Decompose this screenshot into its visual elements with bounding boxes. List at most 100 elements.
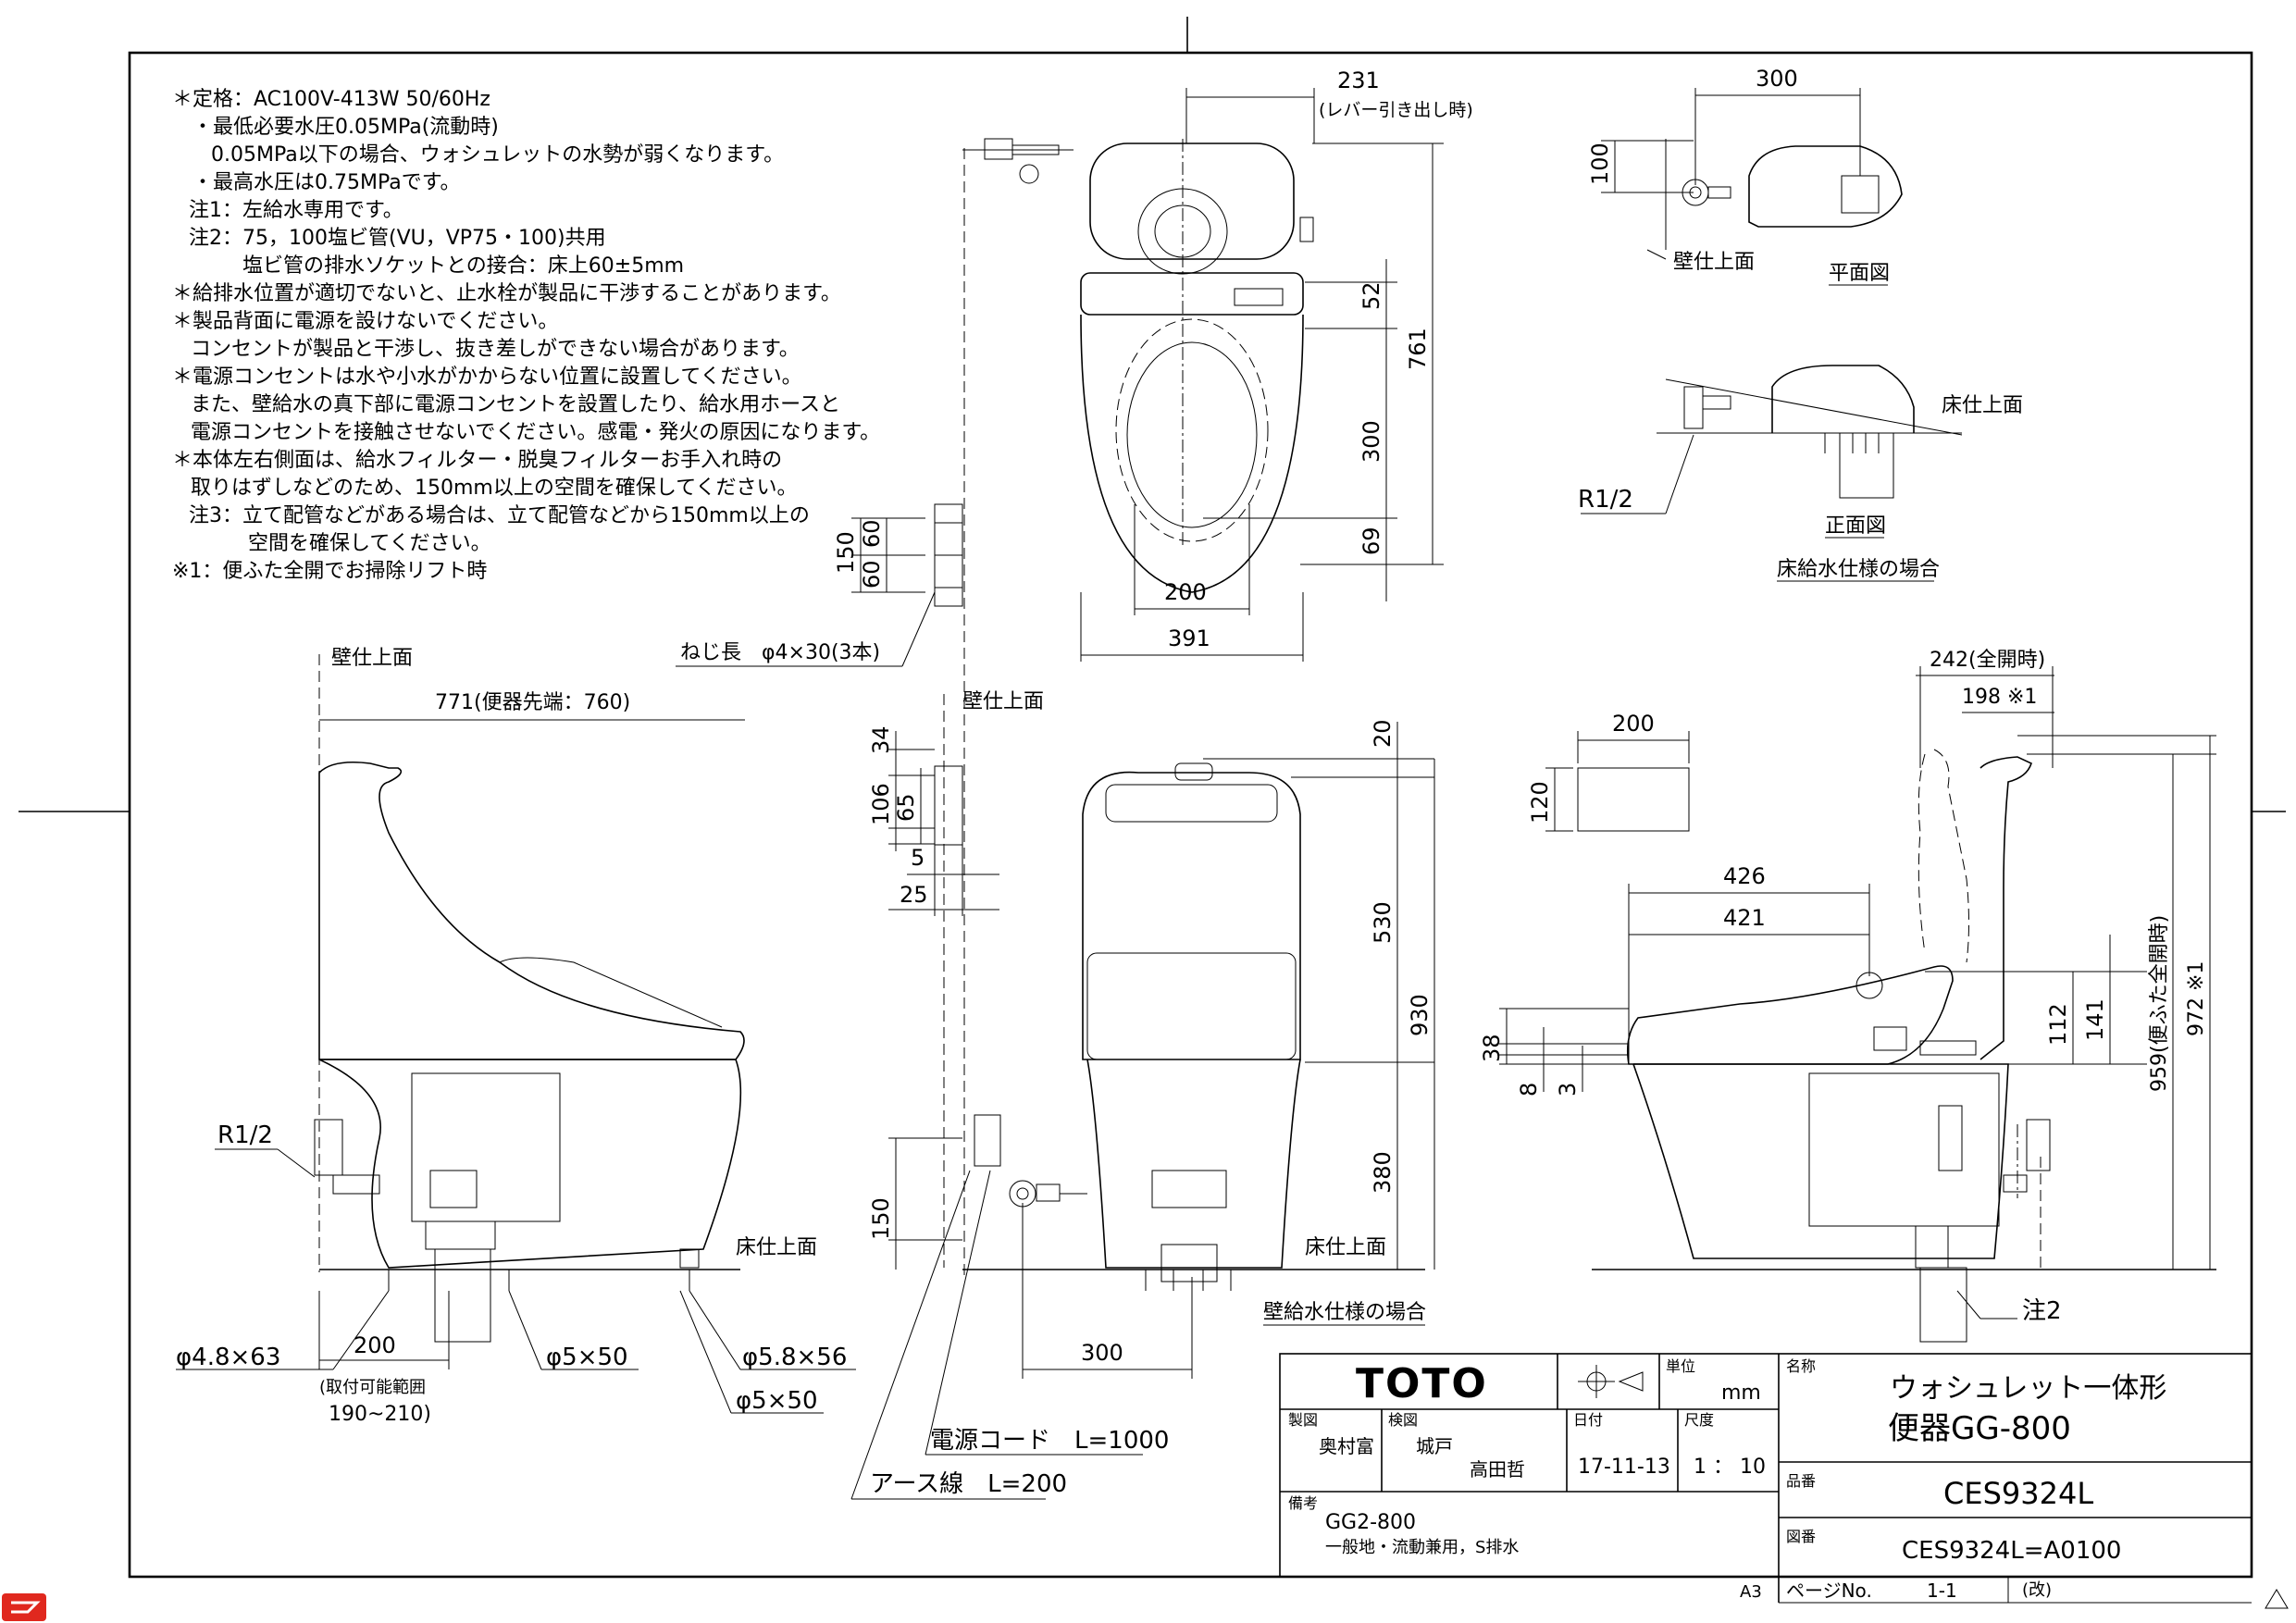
front-r12-label: R1/2 <box>1578 486 1633 514</box>
note-1: ・最低必要水圧0.05MPa(流動時) <box>192 116 499 139</box>
floor-label-front: 床仕上面 <box>1942 394 2023 417</box>
name-line2: 便器GG-800 <box>1888 1410 2071 1447</box>
dim-200-remote: 200 <box>1612 711 1655 737</box>
dim-426: 426 <box>1723 863 1766 889</box>
note-14: 取りはずしなどのため、150mm以上の空間を確保してください。 <box>191 477 798 500</box>
corner-logo-icon <box>2 1593 46 1621</box>
scale-label: 尺度 <box>1684 1411 1714 1429</box>
part-number: CES9324L <box>1943 1476 2093 1511</box>
front-view-title: 正面図 <box>1825 514 1886 538</box>
revision: (改) <box>2022 1580 2052 1600</box>
note-8: ＊製品背面に電源を設けないでください。 <box>172 310 558 333</box>
dim-391: 391 <box>1168 626 1210 651</box>
note-3: ・最高水圧は0.75MPaです。 <box>192 171 461 194</box>
note-9: コンセントが製品と干渉し、抜き差しができない場合があります。 <box>191 338 800 361</box>
dim-198: 198 ※1 <box>1962 686 2037 709</box>
dim-771: 771(便器先端：760) <box>435 691 630 714</box>
page-number: 1-1 <box>1927 1580 1957 1602</box>
earth-wire-label: アース線 L=200 <box>870 1470 1067 1498</box>
note-2-label: 注2 <box>2022 1297 2062 1325</box>
left-r12-label: R1/2 <box>217 1121 273 1149</box>
hole-5-a: φ5×50 <box>546 1344 628 1371</box>
left-wall-label: 壁仕上面 <box>331 647 413 670</box>
name-label: 名称 <box>1786 1357 1816 1375</box>
part-label: 品番 <box>1786 1472 1816 1490</box>
note-7: ＊給排水位置が適切でないと、止水栓が製品に干渉することがあります。 <box>172 282 841 305</box>
brand-logo: TOTO <box>1356 1360 1488 1407</box>
note-10: ＊電源コンセントは水や小水がかからない位置に設置してください。 <box>172 365 802 389</box>
dim-300-vertical: 300 <box>1359 420 1384 463</box>
remarks-label: 備考 <box>1288 1494 1318 1512</box>
note-11: また、壁給水の真下部に電源コンセントを設置したり、給水用ホースと <box>191 393 840 416</box>
date-label: 日付 <box>1573 1411 1603 1429</box>
drawing-label: 図番 <box>1786 1528 1816 1545</box>
plan-view: 100 300 壁仕上面 平面図 <box>1587 66 1903 286</box>
right-side-view: 200 120 426 421 38 8 3 <box>1479 649 2216 1343</box>
install-range-values: 190~210) <box>329 1403 431 1426</box>
title-block: TOTO 単位 mm 名称 ウォシュレット一体形 便器GG-800 製図 奥村富… <box>1279 1353 2289 1609</box>
note-6: 塩ビ管の排水ソケットとの接合：床上60±5mm <box>242 254 684 278</box>
dim-200-left: 200 <box>354 1332 396 1358</box>
dim-761: 761 <box>1405 328 1431 370</box>
dim-60-a: 60 <box>859 519 885 548</box>
plan-wall-label: 壁仕上面 <box>1673 251 1755 274</box>
dim-150-bracket: 150 <box>833 531 859 574</box>
dim-34: 34 <box>868 725 894 754</box>
note-0: ＊定格：AC100V-413W 50/60Hz <box>172 88 490 111</box>
scale-value: 1 ： 10 <box>1694 1456 1766 1479</box>
dim-380: 380 <box>1370 1151 1396 1194</box>
remarks-line2: 一般地・流動兼用，S排水 <box>1325 1538 1519 1557</box>
hole-48: φ4.8×63 <box>176 1344 280 1371</box>
dim-5: 5 <box>911 845 925 871</box>
dim-421: 421 <box>1723 905 1766 931</box>
dim-20: 20 <box>1370 719 1396 748</box>
dim-141: 141 <box>2082 998 2108 1041</box>
note-2: 0.05MPa以下の場合、ウォシュレットの水勢が弱くなります。 <box>211 143 784 167</box>
date-value: 17-11-13 <box>1578 1456 1670 1479</box>
made-names: 奥村富 <box>1319 1435 1374 1457</box>
front-view-floor-supply: 床仕上面 R1/2 正面図 床給水仕様の場合 <box>1578 365 2023 582</box>
dim-300-center: 300 <box>1081 1340 1123 1366</box>
plan-view-title: 平面図 <box>1829 262 1890 285</box>
check-names-2: 高田哲 <box>1470 1458 1525 1481</box>
dim-60-b: 60 <box>859 560 885 588</box>
wall-supply-title: 壁給水仕様の場合 <box>1263 1301 1426 1324</box>
dim-242: 242(全開時) <box>1930 649 2045 672</box>
unit-label: 単位 <box>1666 1357 1695 1375</box>
dim-100: 100 <box>1587 142 1613 185</box>
top-view: 231 (レバー引き出し時) 761 52 300 69 200 391 1 <box>676 68 1473 1277</box>
notes-block: ＊定格：AC100V-413W 50/60Hz ・最低必要水圧0.05MPa(流… <box>172 88 880 583</box>
dim-8: 8 <box>1516 1083 1542 1096</box>
dim-300-plan: 300 <box>1756 66 1798 92</box>
note-15: 注3：立て配管などがある場合は、立て配管などから150mm以上の <box>189 504 810 527</box>
left-floor-label: 床仕上面 <box>736 1236 817 1259</box>
paper-size: A3 <box>1740 1582 1762 1602</box>
check-label: 検図 <box>1388 1411 1418 1429</box>
note-4: 注1：左給水専用です。 <box>189 199 403 222</box>
screw-note: ねじ長 φ4×30(3本) <box>680 641 880 664</box>
dim-150-center: 150 <box>868 1197 894 1240</box>
left-side-view: 壁仕上面 771(便器先端：760) 床仕上面 R1/2 φ4.8×63 200… <box>176 647 856 1426</box>
dim-959: 959(便ふた全開時) <box>2148 915 2171 1092</box>
dim-231: 231 <box>1337 68 1380 93</box>
note-17: ※1：便ふた全開でお掃除リフト時 <box>172 560 487 583</box>
center-wall-label: 壁仕上面 <box>962 690 1044 713</box>
hole-58: φ5.8×56 <box>742 1344 847 1371</box>
remarks-line1: GG2-800 <box>1325 1511 1416 1534</box>
power-cord-label: 電源コード L=1000 <box>930 1427 1169 1455</box>
dim-120: 120 <box>1527 781 1553 824</box>
dim-106: 106 <box>868 783 894 825</box>
dim-200-top: 200 <box>1164 579 1207 605</box>
made-label: 製図 <box>1288 1411 1318 1429</box>
center-floor-label: 床仕上面 <box>1305 1236 1386 1259</box>
check-names-1: 城戸 <box>1416 1435 1453 1457</box>
sheet-border <box>128 51 2253 1579</box>
note-13: ＊本体左右側面は、給水フィルター・脱臭フィルターお手入れ時の <box>172 449 782 472</box>
floor-supply-title: 床給水仕様の場合 <box>1777 558 1940 581</box>
center-front-view: 壁仕上面 34 106 65 5 25 床仕上面 20 530 <box>850 690 1435 1500</box>
note-12: 電源コンセントを接触させないでください。感電・発火の原因になります。 <box>191 421 880 444</box>
drawing-number: CES9324L=A0100 <box>1902 1537 2121 1565</box>
dim-52: 52 <box>1359 281 1384 310</box>
dim-3: 3 <box>1555 1083 1581 1096</box>
